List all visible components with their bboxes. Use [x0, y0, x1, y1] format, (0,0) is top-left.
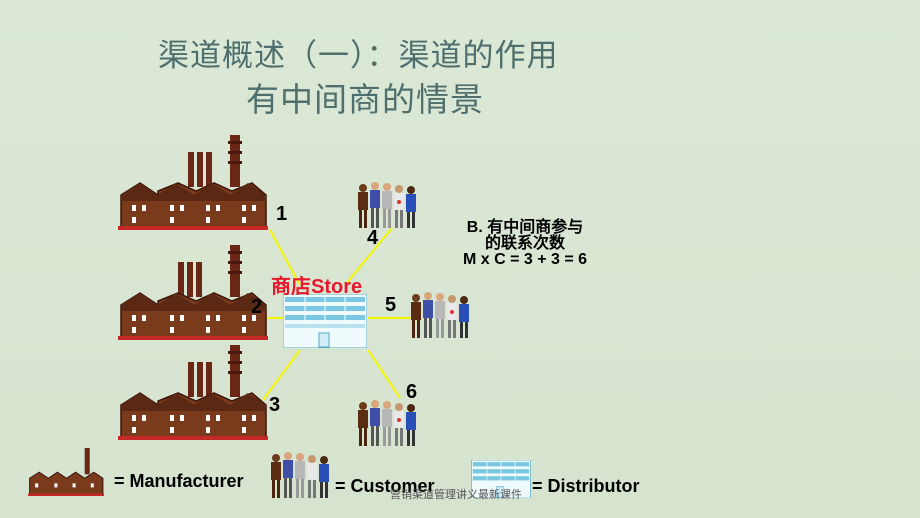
- factory-icon: [118, 345, 268, 440]
- contact-count-note: B. 有中间商参与 的联系次数 M x C = 3 + 3 = 6: [440, 220, 610, 268]
- note-line: B. 有中间商参与: [466, 219, 584, 236]
- connection-number-6: 6: [406, 381, 418, 403]
- legend-distributor: = Distributor: [532, 476, 640, 496]
- distributor-building-icon: [283, 294, 367, 348]
- line-1: [269, 229, 301, 286]
- footer-text: 营销渠道管理讲义最新课件: [390, 488, 522, 501]
- line-6: [367, 349, 401, 399]
- connection-number-4: 4: [367, 227, 379, 249]
- slide-subtitle: 有中间商的情景: [246, 80, 484, 119]
- slide-title: 渠道概述（一）：渠道的作用: [158, 38, 559, 74]
- legend-customer: = Customer: [335, 476, 435, 496]
- connection-number-1: 1: [276, 203, 288, 225]
- connection-number-3: 3: [269, 394, 281, 416]
- customer-group-icon: [358, 400, 416, 446]
- store-label: 商店Store: [271, 276, 363, 298]
- legend-factory-icon: [28, 448, 104, 496]
- factory-icon: [118, 135, 268, 230]
- line-4: [344, 227, 393, 286]
- connection-number-5: 5: [385, 294, 397, 316]
- customer-group-icon: [411, 292, 469, 338]
- customer-group-icon: [358, 182, 416, 228]
- note-line: 的联系次数: [484, 235, 565, 252]
- line-3: [262, 349, 301, 401]
- legend-distributor-icon: [471, 460, 531, 498]
- note-formula: M x C = 3 + 3 = 6: [462, 251, 588, 268]
- factory-icon: [118, 245, 268, 340]
- connection-number-2: 2: [251, 296, 263, 318]
- legend-customer-icon: [271, 452, 329, 498]
- legend-manufacturer: = Manufacturer: [114, 471, 244, 491]
